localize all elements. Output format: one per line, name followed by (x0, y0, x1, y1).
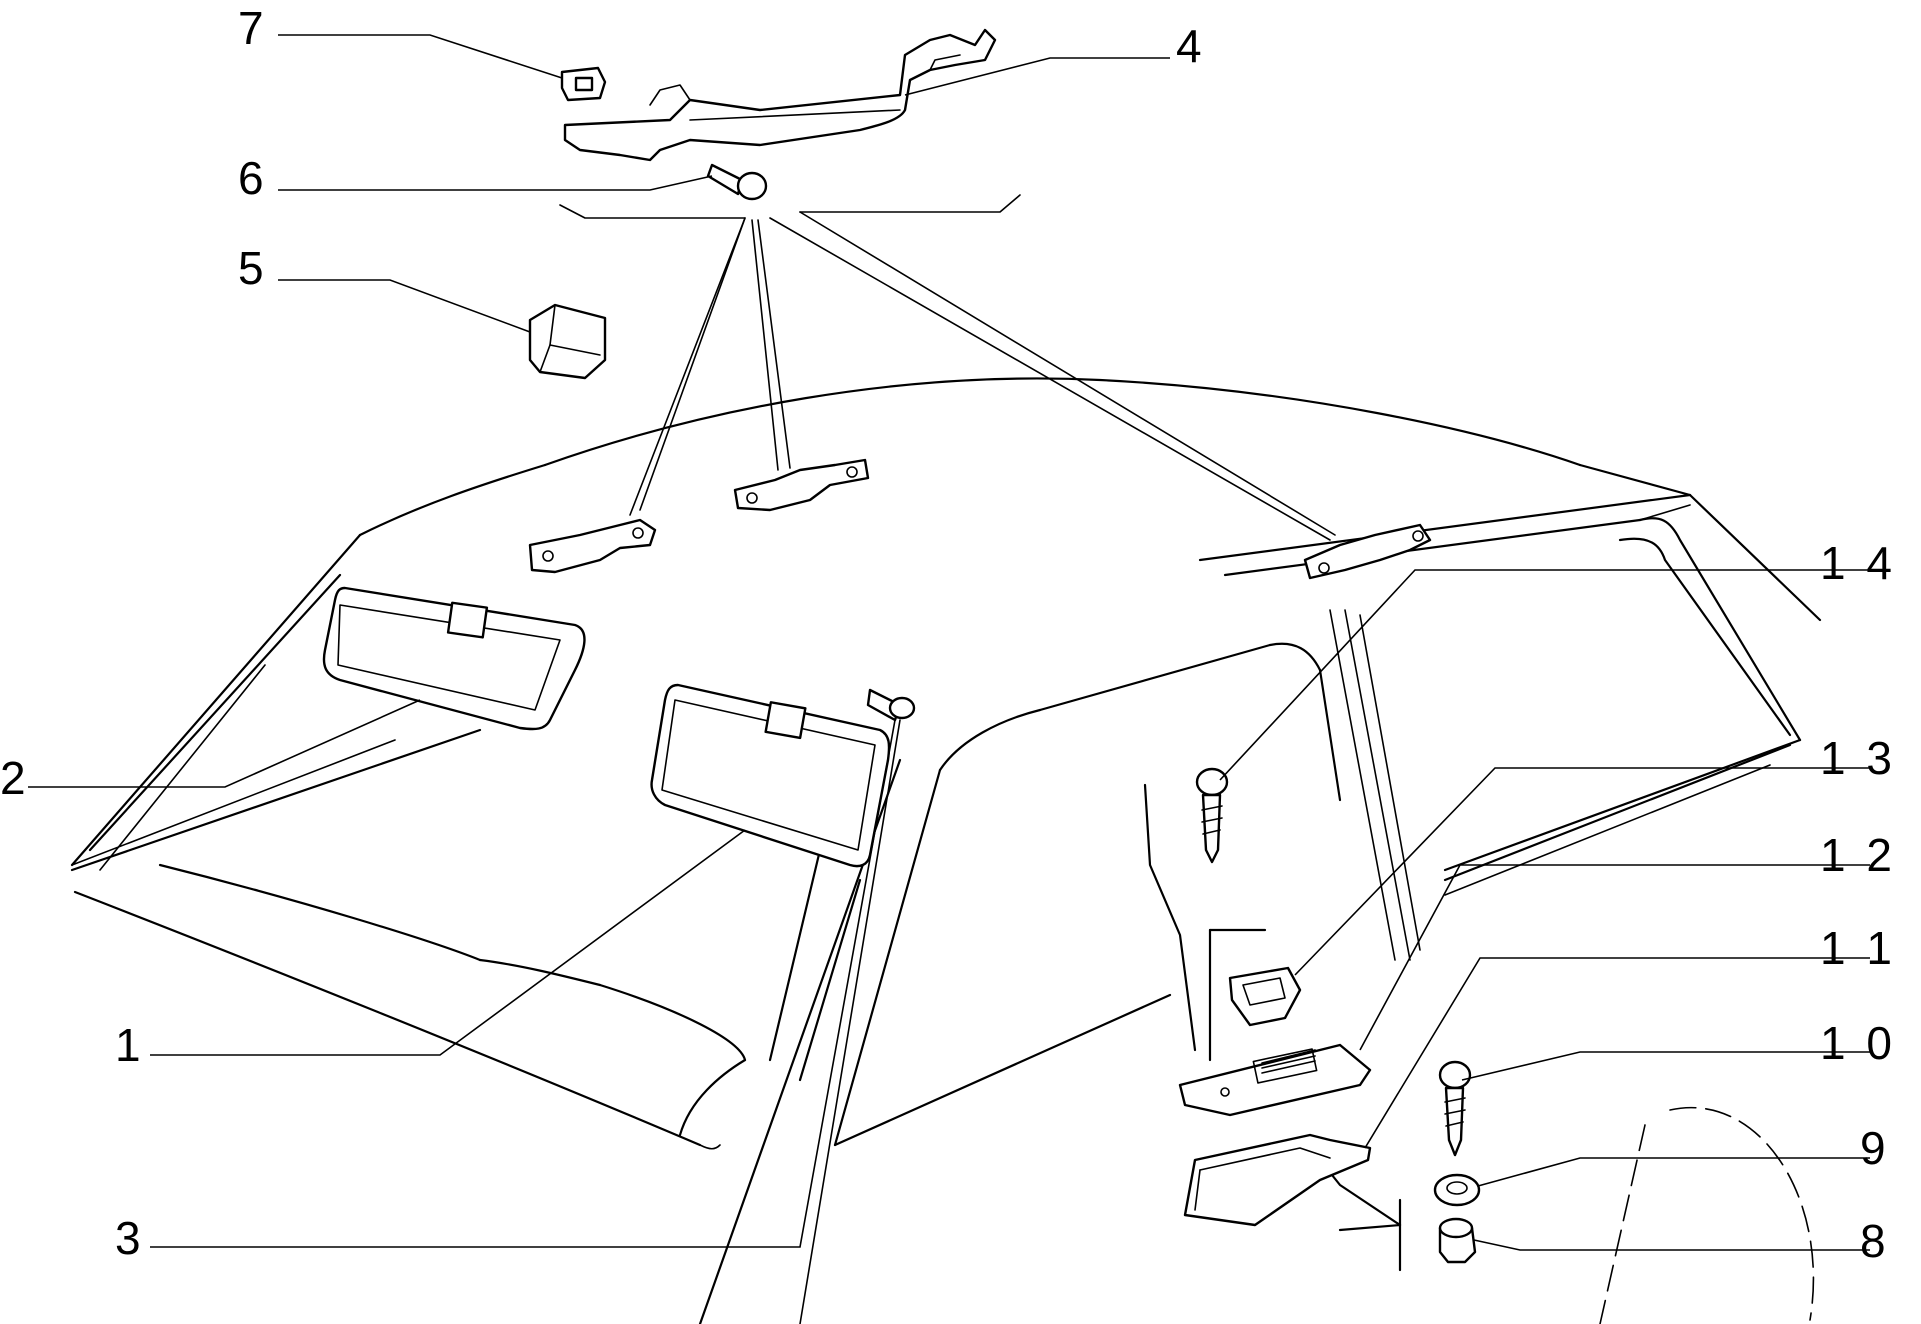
callout-10: 1 0 (1820, 1017, 1896, 1069)
callout-2: 2 (0, 752, 30, 804)
roof-bracket-left (528, 518, 657, 574)
callout-5: 5 (238, 242, 268, 294)
grab-handle (563, 28, 997, 162)
roof-bracket-right (1303, 523, 1432, 580)
explode-lines (71, 194, 1336, 1324)
callout-3: 3 (115, 1212, 145, 1264)
screw-part-10 (1438, 1060, 1472, 1157)
callout-9: 9 (1860, 1122, 1890, 1174)
sun-visor-right (650, 683, 891, 868)
callout-1: 1 (115, 1019, 145, 1071)
nut-part-8 (1438, 1217, 1477, 1264)
car-body-outline (70, 377, 1822, 1324)
callout-4: 4 (1176, 20, 1206, 72)
console-part-12 (1178, 1043, 1372, 1117)
callout-13: 1 3 (1820, 732, 1896, 784)
cap-part-5 (528, 303, 607, 380)
sun-visor-left (322, 586, 586, 731)
housing-part-11 (1183, 1133, 1372, 1227)
callout-6: 6 (238, 152, 268, 204)
leader-lines (28, 34, 1870, 1251)
washer-part-9 (1433, 1173, 1481, 1207)
clip-part-7 (560, 66, 607, 102)
callout-8: 8 (1860, 1215, 1890, 1267)
screw-part-6 (706, 163, 768, 201)
callout-11: 1 1 (1820, 922, 1896, 974)
roof-bracket-middle (733, 458, 870, 512)
callout-7: 7 (238, 2, 268, 54)
screw-part-14 (1195, 767, 1229, 864)
cup-part-13 (1228, 966, 1302, 1027)
callout-12: 1 2 (1820, 829, 1896, 881)
visor-screw (866, 688, 916, 722)
callout-14: 1 4 (1820, 537, 1896, 589)
